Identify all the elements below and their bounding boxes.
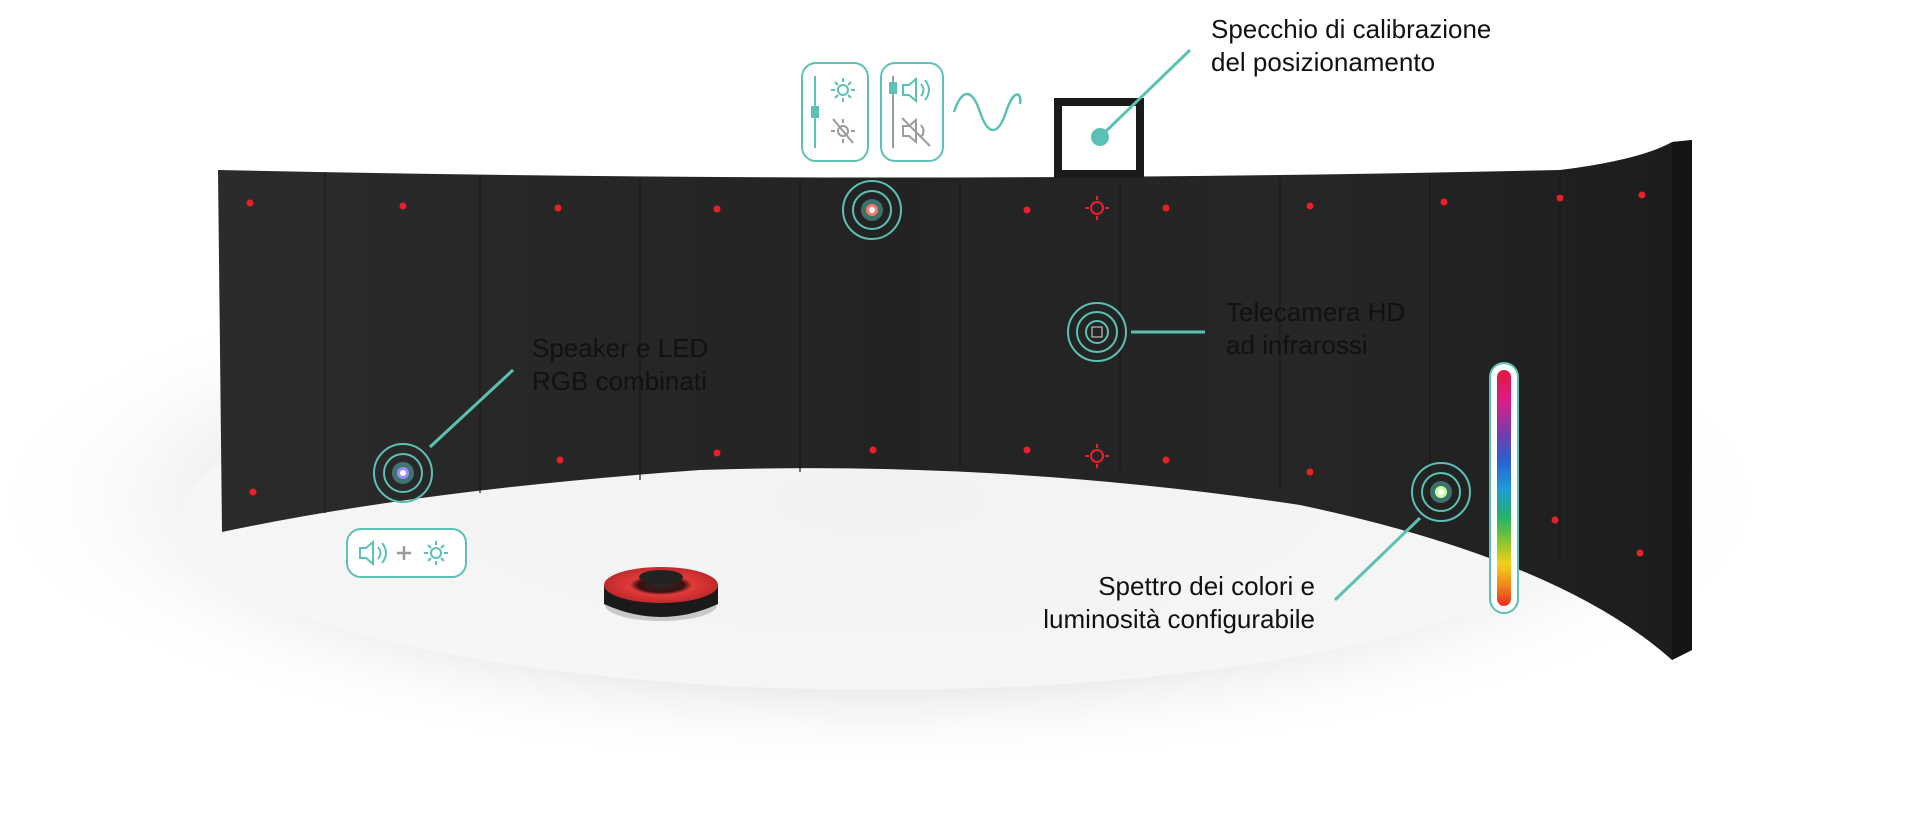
speaker-label: Speaker e LED RGB combinati <box>532 332 708 398</box>
mirror-label-line2: del posizionamento <box>1211 47 1436 77</box>
wall-edge <box>1672 140 1692 660</box>
curved-wall <box>218 140 1692 660</box>
spectrum-label-line1: Spettro dei colori e <box>1098 571 1315 601</box>
speaker-led-left <box>373 443 433 503</box>
spectrum-label: Spettro dei colori e luminosità configur… <box>1043 570 1315 636</box>
wall-seams <box>324 170 1561 565</box>
color-spectrum-bar <box>1489 362 1519 614</box>
ir-camera <box>1067 302 1127 362</box>
leader-lines <box>428 48 1422 602</box>
speaker-label-line2: RGB combinati <box>532 366 707 396</box>
crosshair-markers <box>1085 196 1109 468</box>
mirror-label-line1: Specchio di calibrazione <box>1211 14 1492 44</box>
mirror-pointer-dot <box>1091 128 1109 146</box>
puck-device <box>604 567 718 621</box>
led-markers <box>246 191 1646 557</box>
mirror-label: Specchio di calibrazione del posizioname… <box>1211 13 1491 79</box>
speaker-label-line1: Speaker e LED <box>532 333 709 363</box>
speaker-icon <box>902 76 930 104</box>
speaker-led-right <box>1411 462 1471 522</box>
speaker-mute-icon <box>901 117 931 147</box>
sun-off-icon <box>831 118 855 144</box>
slider-icon <box>889 76 897 148</box>
sun-icon <box>831 78 855 102</box>
slider-icon <box>811 76 819 148</box>
speaker-led-combo-panel <box>346 528 467 578</box>
volume-panel <box>880 62 944 162</box>
speaker-led-top <box>842 180 902 240</box>
plus-icon <box>397 546 411 560</box>
sun-icon <box>424 541 448 565</box>
camera-label: Telecamera HD ad infrarossi <box>1226 296 1405 362</box>
brightness-panel <box>801 62 869 162</box>
speaker-icon <box>359 539 387 567</box>
spectrum-label-line2: luminosità configurabile <box>1043 604 1315 634</box>
sine-wave-icon <box>952 92 1022 132</box>
camera-label-line1: Telecamera HD <box>1226 297 1406 327</box>
camera-label-line2: ad infrarossi <box>1226 330 1368 360</box>
